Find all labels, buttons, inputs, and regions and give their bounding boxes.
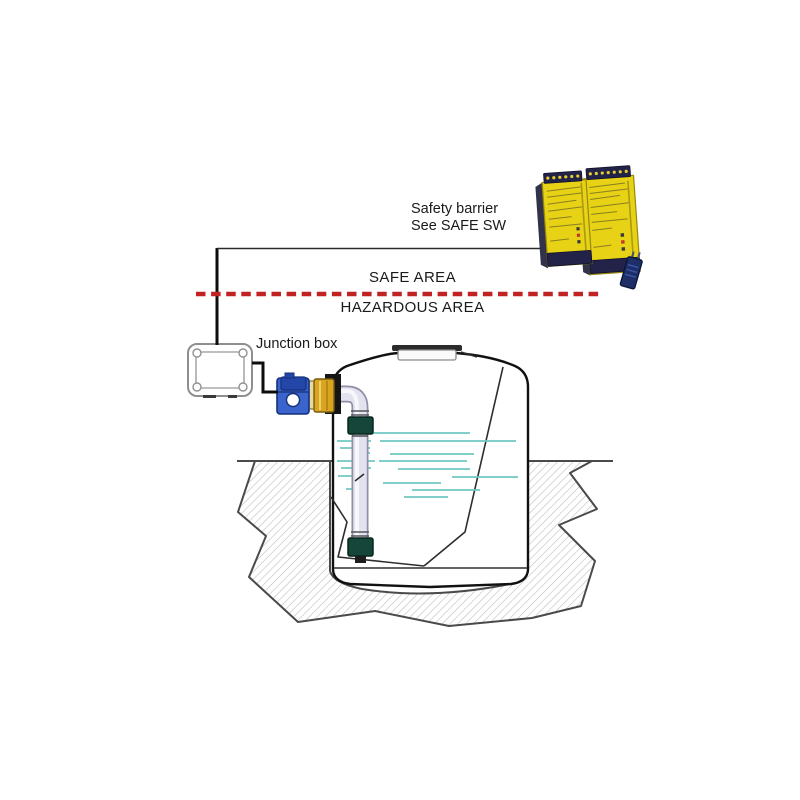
barrier-plug-connector — [619, 251, 643, 290]
tank-inner-facet-left — [330, 496, 425, 567]
tank-lid-edge — [460, 351, 478, 358]
safety-barrier-annotation: Safety barrier See SAFE SW — [411, 201, 506, 235]
module-left-top-terminals — [543, 170, 583, 184]
sensor-assembly — [276, 372, 341, 415]
module-left-label-text — [546, 182, 588, 260]
junction-box-screw — [192, 348, 202, 358]
module-left-terminal-screws — [546, 174, 580, 180]
safe-area-label: SAFE AREA — [369, 269, 456, 286]
junction-box-label: Junction box — [256, 336, 338, 352]
junction-box-screw — [238, 382, 248, 392]
sensor-head-top — [280, 376, 307, 391]
tank-inner-facet-right — [423, 366, 504, 567]
hazardous-area-label: HAZARDOUS AREA — [340, 299, 485, 316]
wiring — [215, 247, 540, 394]
probe-float-upper — [347, 416, 374, 435]
module-left-side-face — [535, 182, 549, 269]
module-right-terminal-screws — [588, 169, 628, 176]
junction-box-screw — [192, 382, 202, 392]
sensor-window — [285, 392, 301, 408]
probe-clip — [354, 473, 365, 482]
safety-barrier-annotation-line2: See SAFE SW — [411, 218, 507, 234]
junction-box-inner — [195, 351, 245, 389]
probe-end-cap — [355, 556, 366, 563]
junction-box-hub-2 — [228, 395, 237, 398]
module-left-bottom-terminals — [546, 249, 593, 267]
tank-lid-cap — [397, 349, 457, 361]
module-right-status-leds — [620, 233, 626, 251]
wire-junction-to-sensor — [252, 361, 278, 394]
probe-float-lower — [347, 537, 374, 557]
junction-box — [187, 343, 253, 398]
junction-box-hub-1 — [203, 395, 216, 398]
probe-pipe-highlight — [338, 389, 359, 549]
brass-fitting — [313, 378, 335, 413]
safety-barrier-module-left — [535, 170, 593, 269]
level-probe — [338, 385, 374, 563]
safety-barrier-annotation-line1: Safety barrier — [411, 201, 499, 217]
tank-shell — [331, 351, 530, 589]
sensor-tab — [284, 372, 295, 379]
module-left-status-leds — [576, 227, 581, 244]
junction-box-body — [187, 343, 253, 397]
junction-box-screw — [238, 348, 248, 358]
storage-tank — [330, 345, 530, 589]
